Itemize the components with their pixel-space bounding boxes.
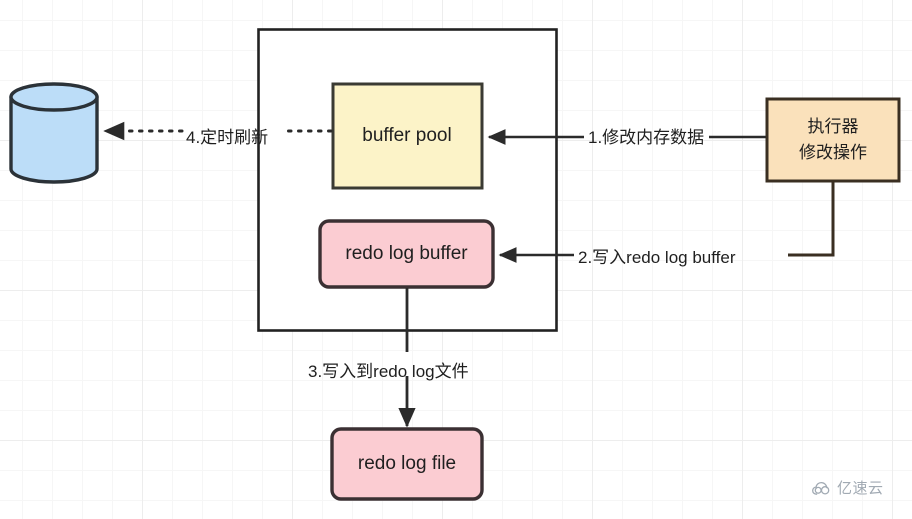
database-cylinder-icon	[9, 82, 99, 184]
edge-label-modify-memory-data: 1.修改内存数据	[588, 128, 705, 147]
watermark: 亿速云	[812, 481, 884, 496]
edge-label-write-redo-log-buffer: 2.写入redo log buffer	[578, 248, 736, 267]
cloud-logo-icon	[812, 481, 830, 495]
redo-log-buffer-box	[318, 219, 495, 289]
redo-log-file-box	[330, 427, 484, 501]
executor-box	[765, 97, 901, 183]
edge-label-periodic-flush: 4.定时刷新	[186, 128, 269, 147]
edge-label-write-to-redo-log-file: 3.写入到redo log文件	[308, 362, 469, 381]
watermark-text: 亿速云	[837, 480, 884, 497]
edge-write-redo-log-buffer	[498, 182, 835, 264]
buffer-pool-box	[331, 82, 484, 190]
